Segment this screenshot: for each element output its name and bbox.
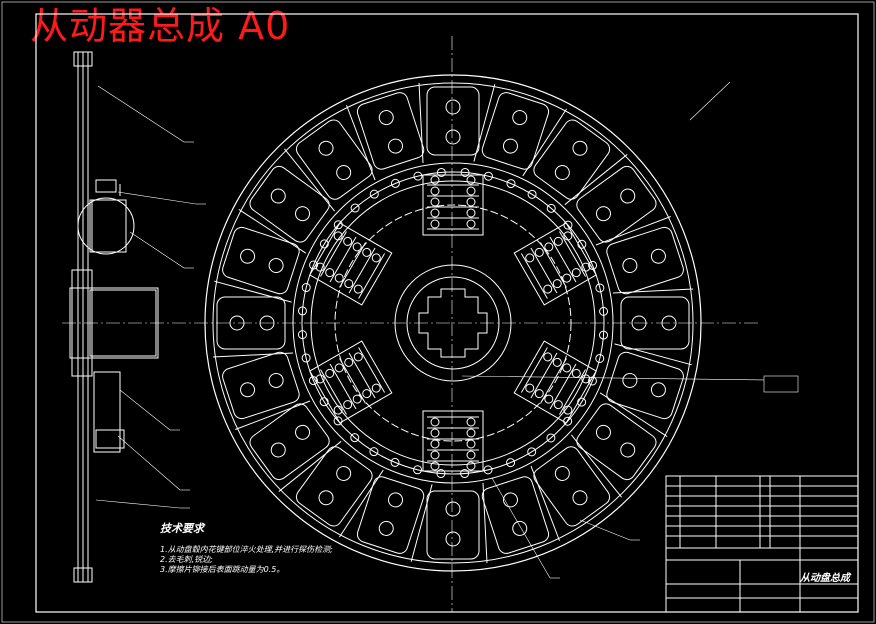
friction-segment <box>222 351 311 430</box>
damper-spring <box>513 340 597 424</box>
leader-lines <box>95 81 799 579</box>
rivet-circle <box>301 171 605 475</box>
damper-spring <box>513 222 597 306</box>
damper-spring <box>422 410 484 472</box>
friction-segment <box>295 446 384 538</box>
rivet <box>563 416 573 426</box>
friction-segments <box>212 82 694 564</box>
technical-requirement-3: 3.摩擦片铆接后表面跳动量为0.5。 <box>160 565 285 574</box>
friction-segment <box>612 288 694 350</box>
rivet <box>301 353 311 363</box>
friction-segment <box>418 82 480 164</box>
side-section-view <box>69 51 159 583</box>
rivet <box>595 353 605 363</box>
technical-requirement-2: 2.去毛刺,锐边; <box>160 555 213 564</box>
segment-inner <box>292 162 614 484</box>
rivet <box>308 376 318 386</box>
rivet <box>588 260 598 270</box>
friction-segment <box>533 434 622 527</box>
rivet <box>369 189 379 199</box>
friction-segment <box>481 465 560 554</box>
rivet <box>587 376 597 386</box>
friction-segment <box>564 154 657 243</box>
rivet <box>563 220 573 230</box>
drawing-title: 从动器总成 A0 <box>30 4 291 48</box>
friction-segment <box>606 343 692 420</box>
damper-springs <box>309 174 597 472</box>
rivet <box>413 171 423 181</box>
friction-segment <box>522 108 611 200</box>
rivet <box>595 283 605 293</box>
rivets <box>297 167 609 479</box>
rivet <box>460 167 470 177</box>
rivet <box>577 397 587 407</box>
damper-spring <box>309 340 393 424</box>
rivet <box>599 330 609 340</box>
rivet <box>483 465 493 475</box>
rivet <box>506 179 516 189</box>
technical-requirements-heading: 技术要求 <box>160 522 204 535</box>
rivet <box>350 203 360 213</box>
plate-circle <box>310 180 596 466</box>
friction-segment <box>473 84 550 170</box>
rivet <box>527 447 537 457</box>
title-block-drawing-name: 从动盘总成 <box>800 573 850 584</box>
rivet <box>301 283 311 293</box>
rivet <box>319 239 329 249</box>
friction-segment <box>426 482 488 564</box>
title-block <box>665 475 859 613</box>
rivet <box>546 433 556 443</box>
outer-rim <box>204 74 702 572</box>
friction-segment <box>576 392 668 481</box>
friction-segment <box>356 476 433 562</box>
hub-inner <box>406 276 500 370</box>
rivet <box>369 447 379 457</box>
friction-segment <box>212 296 294 358</box>
rivet <box>506 458 516 468</box>
rivet <box>436 167 446 177</box>
rivet <box>527 189 537 199</box>
rivet <box>297 330 307 340</box>
friction-segment <box>249 403 342 492</box>
rivet <box>297 306 307 316</box>
rivet <box>333 220 343 230</box>
friction-segment <box>238 165 330 254</box>
rivet <box>309 260 319 270</box>
spline-bore <box>418 288 488 358</box>
rivet <box>546 203 556 213</box>
rivet <box>599 306 609 316</box>
friction-segment <box>214 226 300 303</box>
rivet <box>333 416 343 426</box>
inner-frame <box>35 13 859 613</box>
rivet <box>460 469 470 479</box>
rivet <box>577 239 587 249</box>
rivet <box>483 171 493 181</box>
friction-segment <box>595 216 684 295</box>
damper-spring <box>422 174 484 236</box>
technical-requirement-1: 1.从动盘毂内花键部位淬火处理,并进行探伤检测; <box>160 545 333 554</box>
rivet <box>390 457 400 467</box>
rivet <box>350 433 360 443</box>
hub-outer <box>394 264 512 382</box>
friction-segment <box>284 119 373 212</box>
segment-outer <box>212 82 694 564</box>
rivet <box>436 469 446 479</box>
rivet <box>413 465 423 475</box>
damper-spring <box>309 222 393 306</box>
rivet <box>319 397 329 407</box>
friction-segment <box>346 92 425 181</box>
rivet <box>390 178 400 188</box>
spring-circle <box>334 204 572 442</box>
